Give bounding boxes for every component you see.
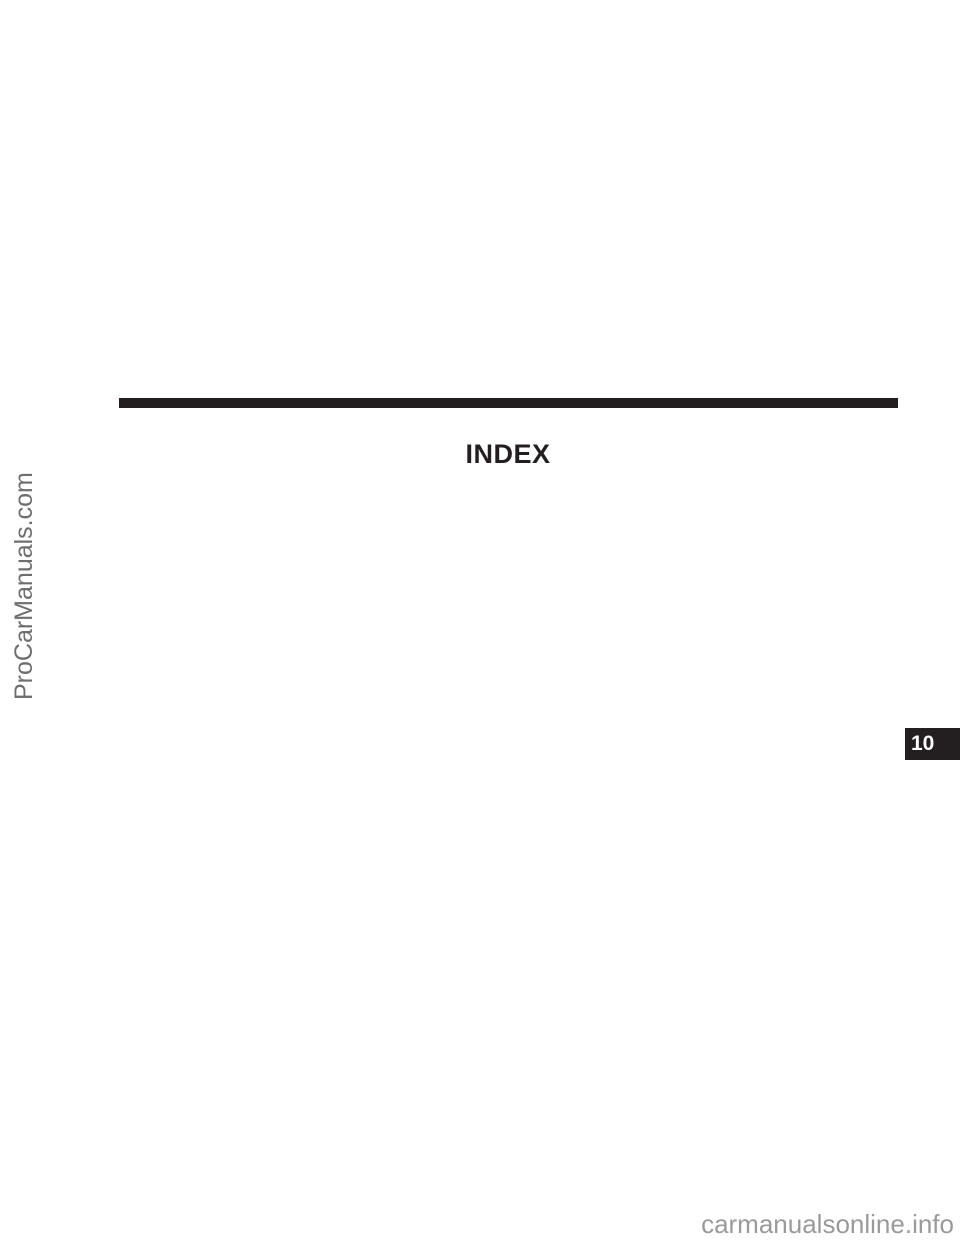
side-watermark: ProCarManuals.com [10, 472, 38, 700]
section-divider-bar [119, 398, 898, 408]
chapter-tab: 10 [905, 728, 960, 760]
bottom-watermark: carmanualsonline.info [701, 1209, 954, 1239]
section-title: INDEX [465, 439, 551, 469]
